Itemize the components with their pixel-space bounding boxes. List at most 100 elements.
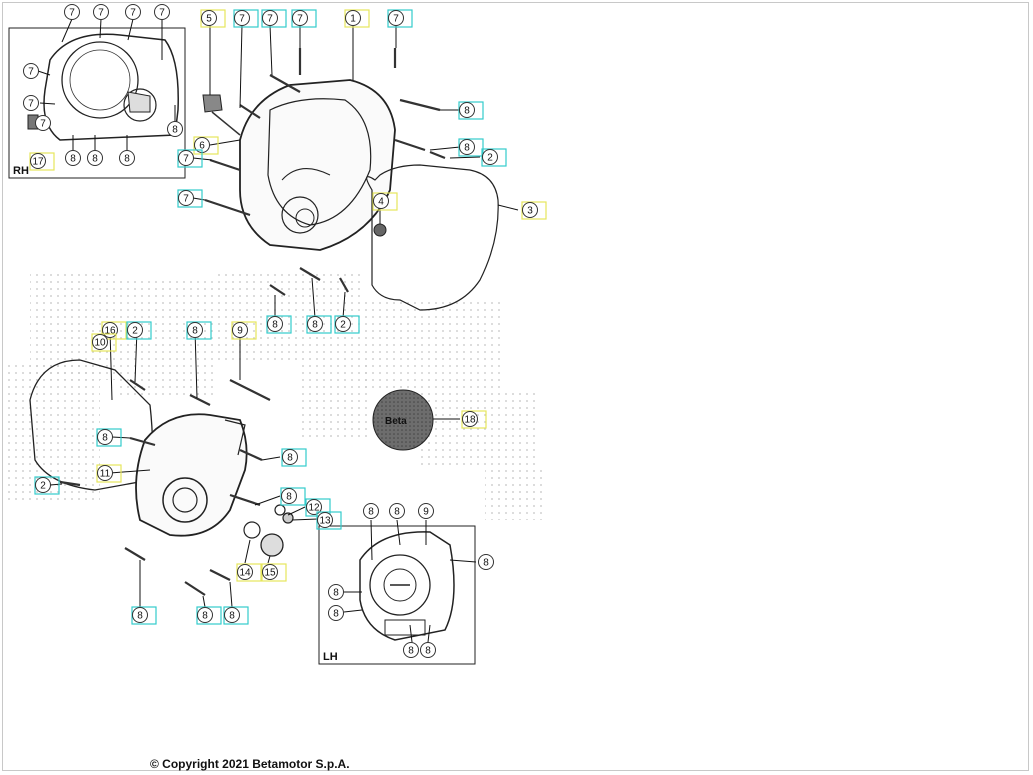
- callout-lower-12[interactable]: 12: [305, 498, 331, 517]
- callout-lh-inset-8[interactable]: 8: [328, 584, 344, 600]
- callout-highlight: [186, 321, 212, 340]
- callout-circle: [232, 322, 248, 338]
- callout-lower-14[interactable]: 14: [236, 563, 262, 582]
- callout-highlight: [461, 410, 487, 429]
- callout-circle: [64, 4, 80, 20]
- callout-lh-inset-8[interactable]: 8: [420, 642, 436, 658]
- callout-upper-7[interactable]: 7: [291, 9, 317, 28]
- callout-lh-inset-8[interactable]: 8: [328, 605, 344, 621]
- callout-lower-2[interactable]: 2: [126, 321, 152, 340]
- callout-number: 17: [32, 157, 44, 168]
- callout-upper-4[interactable]: 4: [372, 192, 398, 211]
- callout-lower-8[interactable]: 8: [223, 606, 249, 625]
- callout-circle: [119, 150, 135, 166]
- callout-circle: [262, 564, 278, 580]
- callout-highlight: [261, 563, 287, 582]
- callout-lower-11[interactable]: 11: [96, 464, 122, 483]
- lh-inset: LH: [318, 525, 476, 665]
- callout-highlight: [34, 476, 60, 495]
- callout-highlight: [266, 315, 292, 334]
- callout-upper-7[interactable]: 7: [177, 149, 203, 168]
- callout-lower-13[interactable]: 13: [316, 511, 342, 530]
- callout-number: 7: [183, 194, 189, 205]
- callout-rh-inset-8[interactable]: 8: [65, 150, 81, 166]
- callout-lh-inset-8[interactable]: 8: [363, 503, 379, 519]
- callout-rh-inset-8[interactable]: 8: [119, 150, 135, 166]
- callout-number: 7: [267, 14, 273, 25]
- callout-number: 8: [70, 154, 76, 165]
- callout-number: 8: [408, 646, 414, 657]
- callout-highlight: [231, 321, 257, 340]
- callout-upper-7[interactable]: 7: [177, 189, 203, 208]
- callout-highlight: [126, 321, 152, 340]
- callout-upper-8[interactable]: 8: [306, 315, 332, 334]
- callout-number: 8: [286, 492, 292, 503]
- callout-lower-8[interactable]: 8: [131, 606, 157, 625]
- callout-lh-inset-8[interactable]: 8: [478, 554, 494, 570]
- callout-lower-8[interactable]: 8: [96, 428, 122, 447]
- callout-lh-inset-8[interactable]: 8: [389, 503, 405, 519]
- callout-highlight: [131, 606, 157, 625]
- callout-highlight: [200, 9, 226, 28]
- callout-circle: [292, 10, 308, 26]
- callout-number: 7: [183, 154, 189, 165]
- callout-highlight: [96, 428, 122, 447]
- callout-highlight: [261, 9, 287, 28]
- callout-upper-7[interactable]: 7: [261, 9, 287, 28]
- callout-upper-8[interactable]: 8: [458, 138, 484, 157]
- callout-circle: [178, 150, 194, 166]
- callout-circle: [23, 95, 39, 111]
- callout-upper-7[interactable]: 7: [233, 9, 259, 28]
- callout-highlight: [177, 189, 203, 208]
- callout-lower-8[interactable]: 8: [281, 448, 307, 467]
- callout-upper-6[interactable]: 6: [193, 136, 219, 155]
- callout-rh-inset-8[interactable]: 8: [87, 150, 103, 166]
- callout-number: 4: [378, 197, 384, 208]
- callout-number: 8: [464, 143, 470, 154]
- callout-number: 2: [340, 320, 346, 331]
- callout-lower-8[interactable]: 8: [280, 487, 306, 506]
- callout-circle: [522, 202, 538, 218]
- callout-upper-8[interactable]: 8: [458, 101, 484, 120]
- callout-highlight: [281, 448, 307, 467]
- callout-circle: [389, 503, 405, 519]
- callout-circle: [335, 316, 351, 332]
- callout-lower-10[interactable]: 10: [91, 333, 117, 352]
- callout-rh-inset-7[interactable]: 7: [23, 63, 39, 79]
- oil-plug: [202, 94, 387, 237]
- callout-highlight: [91, 333, 117, 352]
- callout-circle: [482, 149, 498, 165]
- callout-upper-7[interactable]: 7: [387, 9, 413, 28]
- callout-number: 8: [92, 154, 98, 165]
- callout-number: 9: [423, 507, 429, 518]
- callout-rh-inset-7[interactable]: 7: [35, 115, 51, 131]
- callout-rh-inset-7[interactable]: 7: [23, 95, 39, 111]
- callout-lower-8[interactable]: 8: [186, 321, 212, 340]
- callout-lower-15[interactable]: 15: [261, 563, 287, 582]
- callout-rh-inset-7[interactable]: 7: [64, 4, 80, 20]
- callout-number: 7: [40, 119, 46, 130]
- callout-upper-3[interactable]: 3: [521, 201, 547, 220]
- callout-lh-inset-9[interactable]: 9: [418, 503, 434, 519]
- callout-rh-inset-7[interactable]: 7: [154, 4, 170, 20]
- callout-highlight: [280, 487, 306, 506]
- lh-label: LH: [323, 651, 338, 663]
- callout-rh-inset-7[interactable]: 7: [93, 4, 109, 20]
- callout-number: 8: [229, 611, 235, 622]
- callout-upper-2[interactable]: 2: [481, 148, 507, 167]
- callout-lh-inset-8[interactable]: 8: [403, 642, 419, 658]
- callout-rh-inset-7[interactable]: 7: [125, 4, 141, 20]
- logo-text: Beta: [385, 416, 407, 427]
- callout-upper-5[interactable]: 5: [200, 9, 226, 28]
- callout-rh-inset-17[interactable]: 17: [29, 152, 55, 171]
- callout-rh-inset-8[interactable]: 8: [167, 121, 183, 137]
- callout-lower-18[interactable]: 18: [461, 410, 487, 429]
- callout-upper-1[interactable]: 1: [344, 9, 370, 28]
- callout-lower-8[interactable]: 8: [196, 606, 222, 625]
- callout-lower-2[interactable]: 2: [34, 476, 60, 495]
- callout-circle: [178, 190, 194, 206]
- callout-number: 8: [287, 453, 293, 464]
- callout-lower-9[interactable]: 9: [231, 321, 257, 340]
- callout-upper-8[interactable]: 8: [266, 315, 292, 334]
- callout-upper-2[interactable]: 2: [334, 315, 360, 334]
